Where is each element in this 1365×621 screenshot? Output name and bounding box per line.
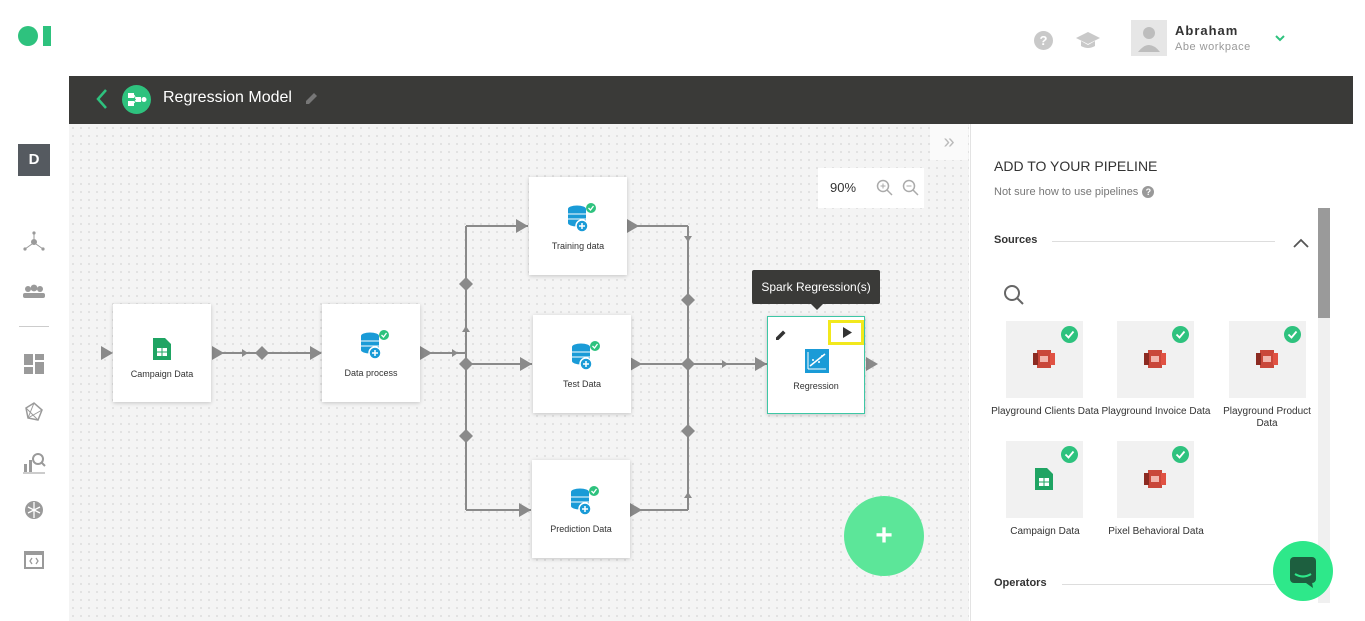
source-tile[interactable] xyxy=(1229,321,1306,398)
google-sheets-icon xyxy=(153,338,171,365)
code-icon[interactable] xyxy=(22,548,46,572)
pencil-icon[interactable] xyxy=(775,328,787,346)
search-icon[interactable] xyxy=(1003,284,1025,311)
zoom-level: 90% xyxy=(830,180,857,195)
avatar[interactable] xyxy=(1131,20,1167,56)
node-prediction-data[interactable]: Prediction Data xyxy=(532,460,630,558)
team-icon[interactable] xyxy=(22,280,46,304)
aws-s3-icon xyxy=(1033,347,1055,376)
chevron-up-icon[interactable] xyxy=(1292,236,1310,254)
edit-title-icon[interactable] xyxy=(303,91,319,112)
chat-button[interactable] xyxy=(1273,541,1333,601)
check-icon xyxy=(1284,326,1301,343)
sources-section-label[interactable]: Sources xyxy=(994,234,1038,246)
dashboard-icon[interactable] xyxy=(22,352,46,376)
node-tooltip: Spark Regression(s) xyxy=(752,270,880,304)
add-node-button[interactable]: + xyxy=(844,496,924,576)
database-add-icon xyxy=(569,485,601,522)
network-icon[interactable] xyxy=(22,400,46,424)
zoom-out-icon[interactable] xyxy=(902,179,919,201)
analytics-icon[interactable] xyxy=(22,450,46,474)
source-label: Playground Clients Data xyxy=(991,406,1099,417)
node-campaign-data[interactable]: Campaign Data xyxy=(113,304,211,402)
chevron-down-icon[interactable] xyxy=(1274,30,1286,48)
user-name[interactable]: Abraham xyxy=(1175,23,1239,38)
source-label: Pixel Behavioral Data xyxy=(1108,526,1204,537)
pipeline-header xyxy=(69,76,1353,124)
section-divider xyxy=(1052,241,1275,242)
source-label: Playground Invoice Data xyxy=(1101,406,1211,417)
check-icon xyxy=(1061,446,1078,463)
aws-s3-icon xyxy=(1144,467,1166,496)
panel-help[interactable]: Not sure how to use pipelines? xyxy=(994,186,1155,199)
page-title: Regression Model xyxy=(163,89,292,106)
app-logo[interactable] xyxy=(17,25,53,52)
tooltip-arrow xyxy=(810,303,824,310)
regression-chart-icon xyxy=(805,349,829,378)
check-icon xyxy=(1172,326,1189,343)
check-icon xyxy=(1172,446,1189,463)
zoom-controls: 90% xyxy=(818,168,924,208)
node-training-data[interactable]: Training data xyxy=(529,177,627,275)
source-label: Playground Product Data xyxy=(1223,406,1311,429)
database-add-icon xyxy=(359,329,391,366)
check-icon xyxy=(1061,326,1078,343)
chat-icon xyxy=(1290,557,1316,588)
node-data-process[interactable]: Data process xyxy=(322,304,420,402)
hub-icon[interactable] xyxy=(22,230,46,254)
nav-divider xyxy=(19,326,49,327)
node-label: Training data xyxy=(551,241,605,251)
collapse-panel-icon[interactable]: » xyxy=(930,124,968,160)
node-label: Prediction Data xyxy=(550,524,612,534)
pipeline-model-icon xyxy=(122,85,151,114)
play-icon xyxy=(843,327,852,338)
zoom-in-icon[interactable] xyxy=(876,179,893,201)
workspace-badge[interactable]: D xyxy=(18,144,50,176)
aws-s3-icon xyxy=(1256,347,1278,376)
database-add-icon xyxy=(570,340,602,377)
help-icon[interactable]: ? xyxy=(1034,31,1053,50)
source-tile[interactable] xyxy=(1006,441,1083,518)
source-label: Campaign Data xyxy=(1010,526,1080,537)
aws-s3-icon xyxy=(1144,347,1166,376)
brain-icon[interactable] xyxy=(22,498,46,522)
run-button[interactable] xyxy=(828,320,864,345)
source-tile[interactable] xyxy=(1006,321,1083,398)
google-sheets-icon xyxy=(1035,468,1053,495)
source-tile[interactable] xyxy=(1117,321,1194,398)
top-bar: ? Abraham Abe workpace xyxy=(0,0,1365,76)
node-label: Data process xyxy=(344,368,398,378)
node-label: Regression xyxy=(793,381,839,391)
database-add-icon xyxy=(566,202,598,239)
graduation-cap-icon[interactable] xyxy=(1075,30,1101,55)
source-tile[interactable] xyxy=(1117,441,1194,518)
user-workspace: Abe workpace xyxy=(1175,41,1251,53)
node-test-data[interactable]: Test Data xyxy=(533,315,631,413)
node-label: Campaign Data xyxy=(130,369,194,379)
panel-title: ADD TO YOUR PIPELINE xyxy=(994,158,1158,174)
node-label: Test Data xyxy=(562,379,602,389)
operators-section-label[interactable]: Operators xyxy=(994,577,1047,589)
panel-help-text: Not sure how to use pipelines xyxy=(994,186,1139,198)
help-icon[interactable]: ? xyxy=(1142,186,1155,199)
section-divider xyxy=(1062,584,1275,585)
node-regression[interactable]: Regression xyxy=(767,316,865,414)
panel-scroll-thumb[interactable] xyxy=(1318,208,1330,318)
back-arrow-icon[interactable] xyxy=(95,88,109,115)
